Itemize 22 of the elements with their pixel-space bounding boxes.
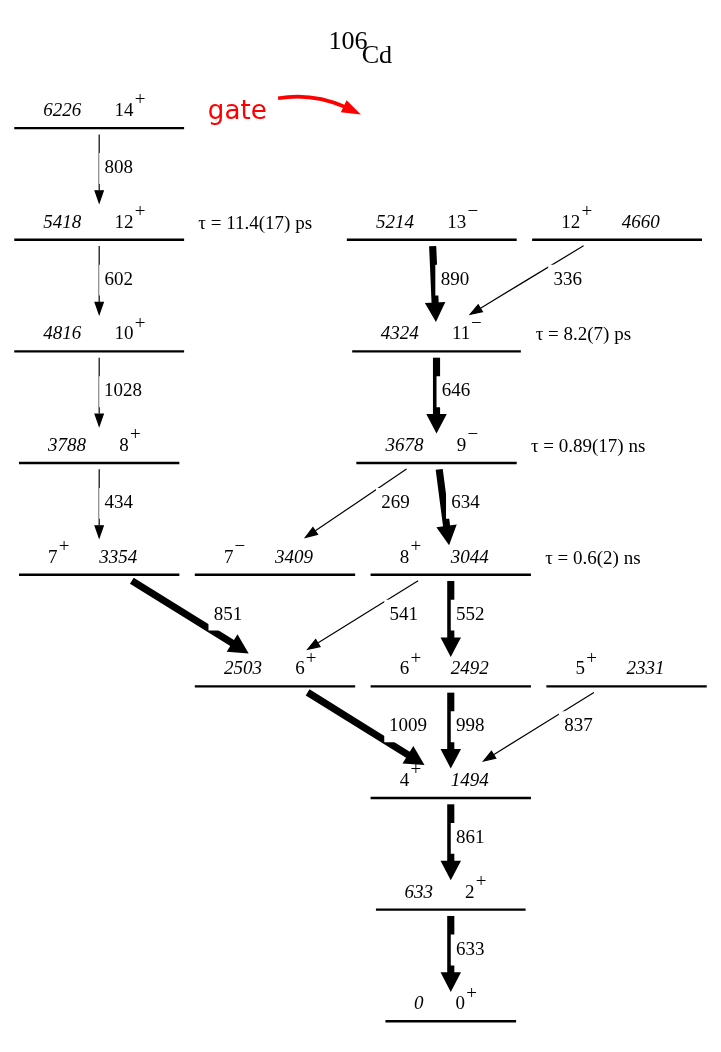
edge-label: 1009 xyxy=(389,714,428,736)
edge-label: 890 xyxy=(440,267,470,289)
edge-label: 552 xyxy=(456,602,485,624)
edge-label: 646 xyxy=(441,379,471,401)
node-label: τ = 11.4(17) ps xyxy=(198,211,313,233)
edge-label: 998 xyxy=(456,714,485,736)
edge-label: 861 xyxy=(456,825,485,847)
edge-label: 269 xyxy=(381,490,410,512)
node-text: gate xyxy=(207,95,267,126)
node-label: τ = 8.2(7) ps xyxy=(535,323,632,345)
edge-label: 808 xyxy=(104,155,134,177)
node-label: τ = 0.6(2) ns xyxy=(545,546,641,568)
edge-label: 336 xyxy=(553,267,583,289)
edge-label: 1028 xyxy=(103,379,142,401)
edge-label: 837 xyxy=(564,714,593,736)
edge-label: 602 xyxy=(104,267,134,289)
edge-label: 541 xyxy=(389,602,419,624)
edge-label: 851 xyxy=(213,602,243,624)
edge-label: 634 xyxy=(451,490,480,512)
edge-label: 633 xyxy=(456,937,485,959)
edge-label: 434 xyxy=(104,490,134,512)
node-label: τ = 0.89(17) ns xyxy=(530,435,646,457)
